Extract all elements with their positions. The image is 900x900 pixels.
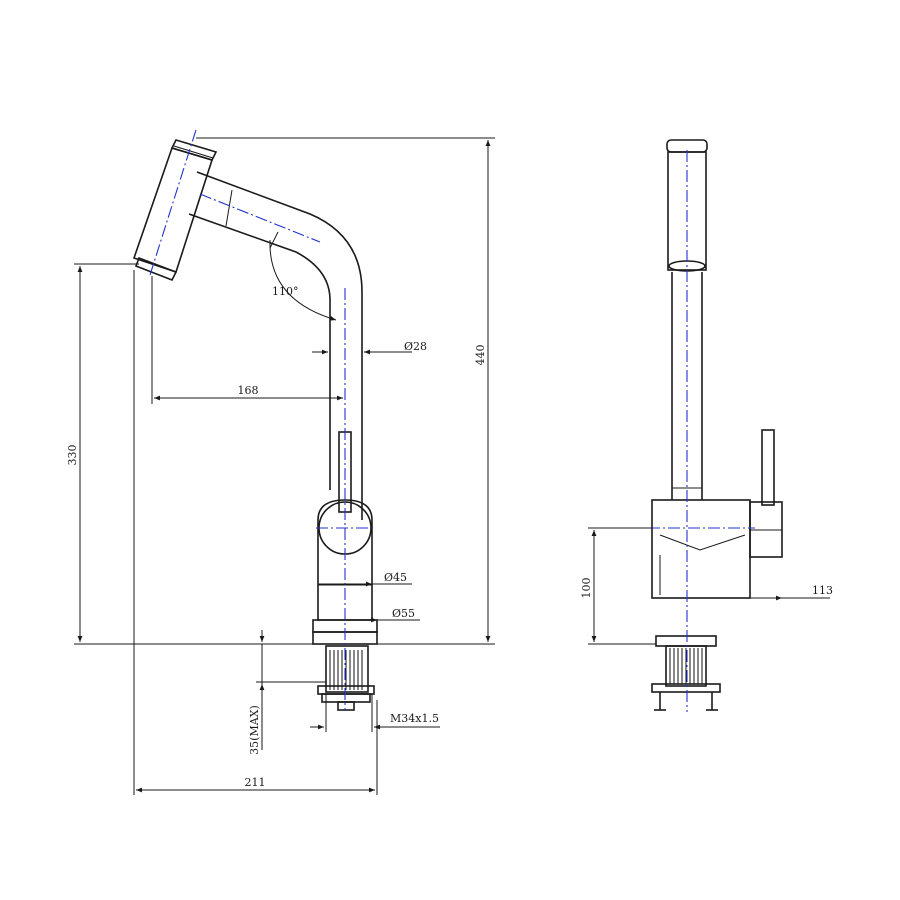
front-shank bbox=[651, 645, 721, 711]
side-view: 440 330 211 168 110° bbox=[66, 129, 495, 795]
dimension-handle-reach: 113 bbox=[705, 584, 833, 601]
label-deck-thickness: 35(MAX) bbox=[248, 705, 261, 755]
dimension-body-diameter: Ø45 bbox=[318, 571, 412, 587]
front-view: 100 113 bbox=[580, 139, 833, 712]
dimension-overall-height: 440 bbox=[196, 137, 495, 645]
label-spout-reach: 168 bbox=[238, 384, 259, 397]
spray-head bbox=[132, 139, 218, 282]
dimension-body-height: 100 bbox=[580, 527, 656, 645]
upper-arm bbox=[188, 171, 363, 520]
label-spout-diameter: Ø28 bbox=[404, 340, 427, 353]
label-body-height: 100 bbox=[580, 578, 593, 599]
dimension-overall-depth: 211 bbox=[133, 270, 378, 795]
label-body-diameter: Ø45 bbox=[384, 571, 407, 584]
label-spout-angle: 110° bbox=[272, 285, 299, 298]
dimension-thread: M34x1.5 bbox=[310, 694, 440, 732]
dimension-spout-height: 330 bbox=[66, 263, 313, 645]
threaded-shank bbox=[317, 645, 375, 711]
label-base-diameter: Ø55 bbox=[392, 607, 415, 620]
dimension-spout-reach: 168 bbox=[151, 276, 343, 404]
dimension-spout-diameter: Ø28 bbox=[312, 340, 427, 355]
front-handle bbox=[749, 429, 783, 558]
dimension-spout-angle: 110° bbox=[269, 239, 337, 321]
dimension-base-diameter: Ø55 bbox=[313, 607, 420, 623]
front-body bbox=[651, 499, 751, 599]
label-overall-depth: 211 bbox=[245, 776, 266, 789]
front-spout bbox=[671, 272, 703, 500]
front-base bbox=[655, 635, 717, 647]
label-spout-height: 330 bbox=[66, 445, 79, 466]
label-handle-reach: 113 bbox=[812, 584, 833, 597]
label-thread: M34x1.5 bbox=[390, 712, 439, 725]
dimension-deck-thickness: 35(MAX) bbox=[248, 630, 326, 755]
label-overall-height: 440 bbox=[474, 345, 487, 366]
